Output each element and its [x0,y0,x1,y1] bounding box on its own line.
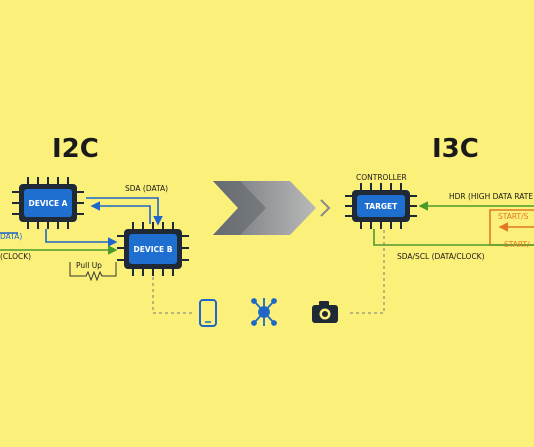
pull-up-resistor [69,262,117,282]
network-hub-icon [251,298,277,326]
start-label-2: START/ [504,240,530,249]
controller-label: CONTROLLER [356,173,407,182]
i2c-peripheral-connector [152,277,192,314]
device-b-chip [117,222,189,276]
start-label-1: START/S [498,212,529,221]
i2c-title: I2C [52,134,99,164]
i3c-title: I3C [432,134,479,164]
i3c-bus-lines [373,201,534,246]
i2c-sda-label: SDA (DATA) [125,184,168,193]
pull-up-label: Pull Up [76,261,102,270]
transition-arrow [213,181,331,235]
phone-icon [199,299,217,327]
sda-scl-label: SDA/SCL (DATA/CLOCK) [397,252,485,261]
device-b-label: DEVICE B [134,245,173,254]
camera-icon [312,301,338,323]
i2c-sda-bus [0,197,163,255]
device-a-chip [12,177,84,229]
i2c-scl-label: (CLOCK) [0,252,31,261]
target-chip [345,183,417,229]
target-label: TARGET [365,202,398,211]
device-a-label: DEVICE A [29,199,68,208]
hdr-label: HDR (HIGH DATA RATE [449,192,533,201]
i2c-data-label: DATA) [0,232,22,241]
i3c-peripheral-connector [347,230,385,314]
